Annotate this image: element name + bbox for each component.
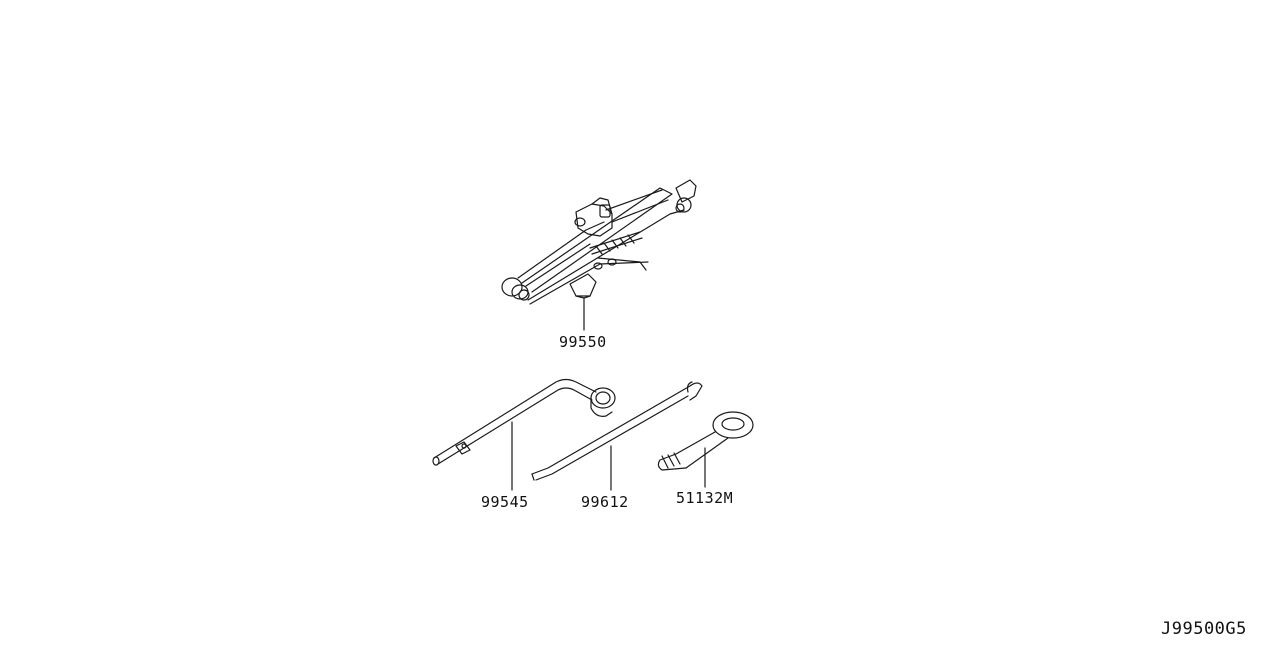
part-number-wrench: 99545 — [481, 493, 529, 511]
part-number-jack: 99550 — [559, 333, 607, 351]
part-number-rod: 99612 — [581, 493, 629, 511]
jack-illustration — [502, 180, 696, 330]
part-number-hook: 51132M — [676, 489, 734, 507]
rod-illustration — [532, 382, 702, 490]
wrench-illustration — [433, 380, 615, 491]
hook-illustration — [658, 412, 753, 487]
diagram-code: J99500G5 — [1161, 619, 1247, 639]
